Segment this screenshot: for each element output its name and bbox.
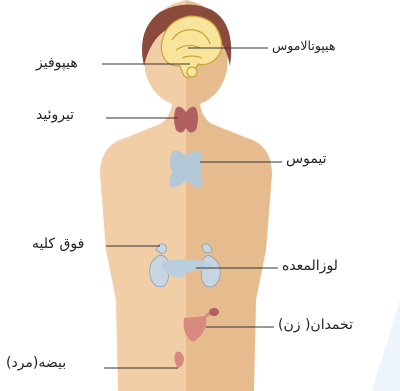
label-testis: بیضه(مرد) bbox=[6, 356, 66, 370]
label-ovary: تخمدان( زن) bbox=[278, 318, 353, 332]
label-adrenal: فوق کلیه bbox=[32, 237, 84, 251]
label-hypothalamus: هیپوتالاموس bbox=[272, 40, 335, 53]
ovary-gland bbox=[209, 308, 219, 316]
label-pancreas: لوزالمعده bbox=[282, 259, 338, 273]
pituitary-gland bbox=[187, 67, 197, 77]
label-thyroid: تیروئید bbox=[36, 108, 74, 122]
label-thymus: تیموس bbox=[286, 152, 327, 166]
label-pituitary: هیپوفیز bbox=[36, 56, 78, 70]
background-accent bbox=[372, 300, 400, 391]
